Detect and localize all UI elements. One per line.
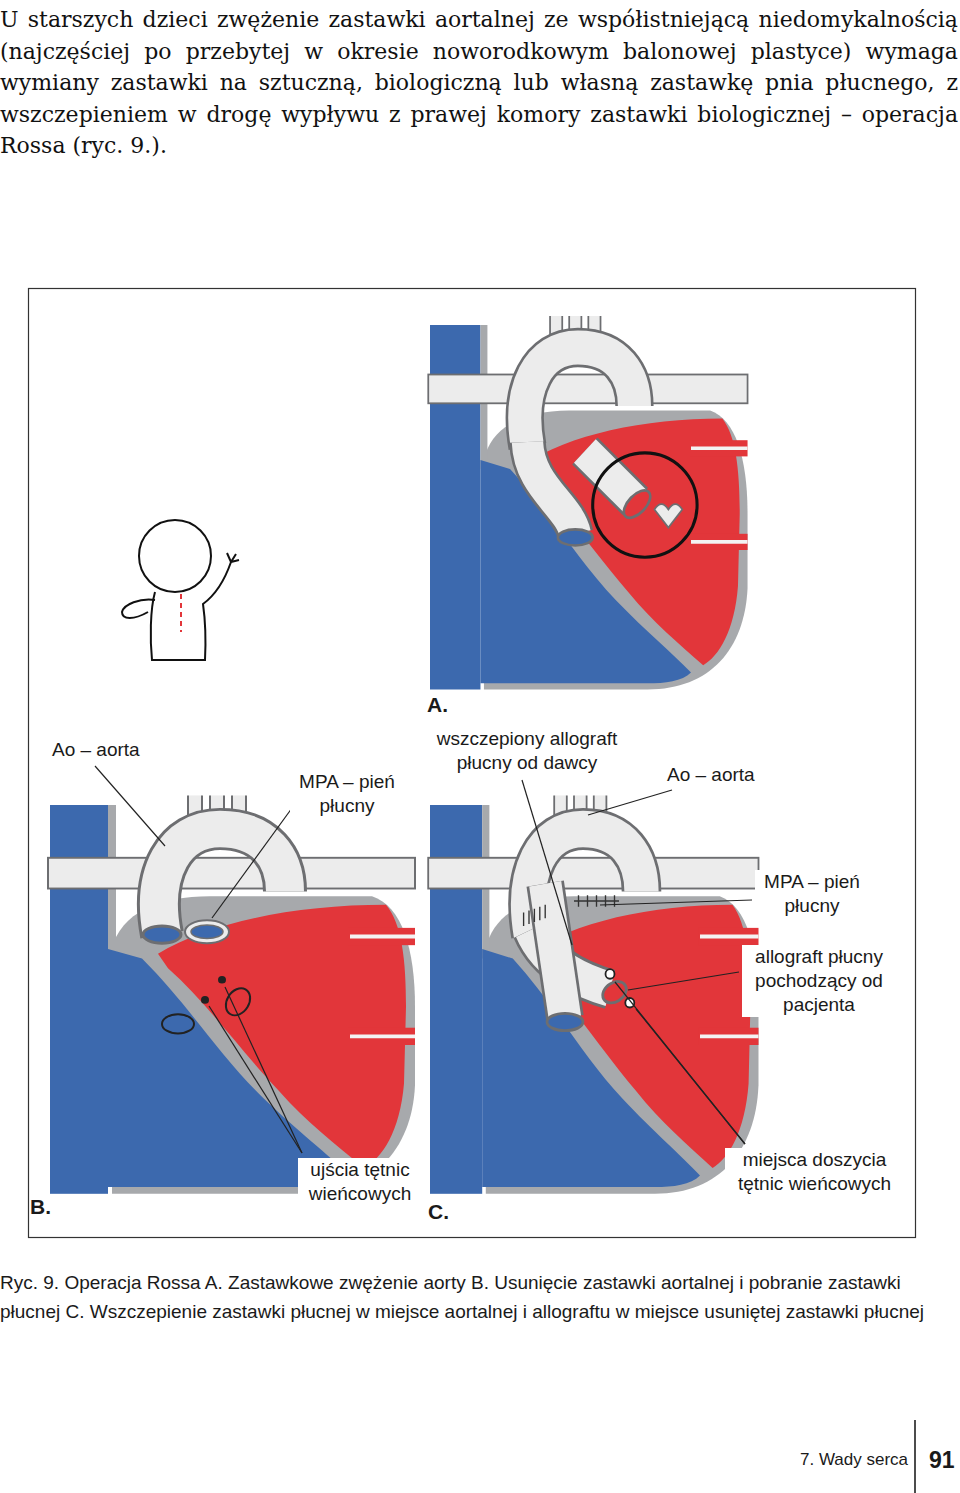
panel-letter: C. bbox=[428, 1200, 449, 1224]
child-arm bbox=[122, 600, 155, 618]
leader-line bbox=[212, 808, 292, 918]
body-paragraph: U starszych dzieci zwężenie zastawki aor… bbox=[0, 4, 958, 162]
aorta-cut bbox=[143, 926, 181, 943]
footer-rule bbox=[914, 1420, 916, 1493]
child-head bbox=[139, 520, 211, 592]
vessel-opening bbox=[547, 1013, 583, 1030]
leader-lines bbox=[95, 766, 752, 1153]
part-label: MPA – pień płucny bbox=[755, 870, 869, 918]
page-number: 91 bbox=[929, 1446, 955, 1474]
suture bbox=[524, 905, 546, 926]
part-label: wszczepiony allograft płucny od dawcy bbox=[420, 727, 634, 775]
heart-b bbox=[48, 795, 415, 1193]
mpa-stump bbox=[185, 920, 229, 943]
panel-letter: B. bbox=[30, 1195, 51, 1219]
valve-cusp bbox=[654, 504, 682, 527]
leader-line bbox=[95, 766, 165, 846]
leader-line bbox=[600, 900, 752, 905]
vessel-outline bbox=[527, 442, 575, 534]
valve-ring bbox=[162, 1014, 194, 1033]
leader-line bbox=[636, 1009, 745, 1144]
incision-line bbox=[180, 594, 182, 632]
allograft-tube bbox=[545, 884, 565, 1018]
part-label: Ao – aorta bbox=[665, 763, 757, 787]
vessel-opening bbox=[558, 529, 593, 545]
heart-a bbox=[428, 316, 747, 690]
heart-c bbox=[428, 795, 758, 1193]
valve-opening bbox=[619, 486, 655, 523]
part-label: Ao – aorta bbox=[50, 738, 142, 762]
panel-a-detail bbox=[527, 442, 697, 557]
figure-caption: Ryc. 9. Operacja Rossa A. Zastawkowe zwę… bbox=[0, 1268, 958, 1326]
leader-line bbox=[209, 1006, 302, 1153]
child-body bbox=[151, 562, 231, 660]
figure-frame bbox=[29, 289, 916, 1238]
running-footer: 7. Wady serca bbox=[800, 1450, 908, 1470]
panel-c-detail bbox=[524, 884, 635, 1031]
coronary-ostium bbox=[218, 976, 226, 984]
part-label: ujścia tętnic wieńcowych bbox=[298, 1158, 422, 1206]
mpa-opening bbox=[191, 925, 223, 938]
part-label: MPA – pień płucny bbox=[290, 770, 404, 818]
coronary-ostium bbox=[201, 996, 209, 1004]
leader-line bbox=[225, 987, 302, 1153]
part-label: miejsca doszycia tętnic wieńcowych bbox=[725, 1148, 904, 1196]
panel-letter: A. bbox=[427, 693, 448, 717]
leader-line bbox=[522, 780, 572, 945]
leader-line bbox=[588, 790, 672, 815]
child-hand bbox=[227, 553, 239, 562]
vessel bbox=[527, 442, 575, 534]
leader-line bbox=[628, 972, 739, 990]
vessel-outline bbox=[545, 884, 565, 1018]
coronary-button bbox=[606, 969, 615, 979]
coronary-button bbox=[625, 998, 634, 1008]
part-label: allograft płucny pochodzący od pacjenta bbox=[742, 945, 896, 1017]
child-figure bbox=[122, 520, 239, 660]
highlight-circle bbox=[593, 453, 697, 557]
leader-line bbox=[615, 982, 745, 1144]
